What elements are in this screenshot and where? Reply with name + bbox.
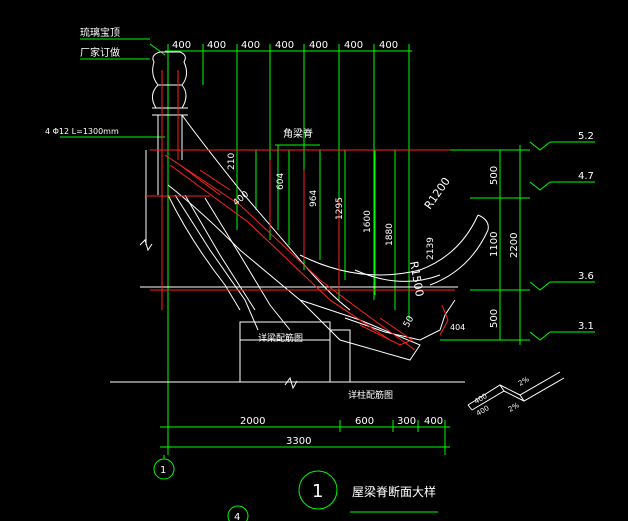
glazed-top-label-2: 厂家订做	[80, 46, 120, 59]
right-dim-mid: 1100	[489, 232, 500, 257]
corner-ridge-label: 角梁脊	[283, 127, 313, 140]
vdim-604: 604	[276, 173, 286, 190]
vdim-2139: 2139	[426, 237, 436, 260]
top-dim-7: 400	[379, 40, 398, 51]
right-dim-total: 2200	[509, 233, 520, 258]
top-dim-2: 400	[207, 40, 226, 51]
detail-label-d: 2%	[507, 401, 521, 414]
rebar-note: 4 Φ12 L=1300mm	[45, 127, 119, 136]
vdim-1880: 1880	[385, 223, 395, 246]
elevation-3-6: 3.6	[578, 271, 594, 282]
vdim-964: 964	[309, 190, 319, 207]
grid-axis-4: 4	[234, 512, 240, 521]
elevation-4-7: 4.7	[578, 171, 594, 182]
incl-dim-50: 50	[402, 314, 417, 329]
detail-label-c: 2%	[517, 375, 531, 388]
top-dim-4: 400	[275, 40, 294, 51]
detail-number: 1	[312, 481, 323, 502]
detail-label-b: 400	[475, 404, 491, 418]
bottom-dim-300: 300	[397, 416, 416, 427]
vdim-210: 210	[227, 153, 237, 170]
bottom-dim-2000: 2000	[240, 416, 265, 427]
bottom-dim-400: 400	[424, 416, 443, 427]
beam-rebar-ref: 详梁配筋图	[258, 332, 303, 344]
incl-dim-404: 404	[450, 323, 465, 332]
rebar-lines	[146, 70, 455, 351]
incl-dim-400: 400	[232, 189, 252, 208]
elevation-5-2: 5.2	[578, 131, 594, 142]
structure-outline	[110, 51, 565, 411]
column-rebar-ref: 详柱配筋图	[348, 389, 393, 401]
top-dim-1: 400	[172, 40, 191, 51]
top-dim-5: 400	[309, 40, 328, 51]
radius-r1200: R1200	[422, 175, 453, 212]
top-dim-3: 400	[241, 40, 260, 51]
right-dim-bot: 500	[489, 309, 500, 328]
bottom-dim-total: 3300	[286, 436, 311, 447]
drawing-title: 屋梁脊断面大样	[352, 484, 436, 499]
grid-axis-1: 1	[160, 465, 166, 476]
radius-r1500: R1500	[407, 260, 426, 297]
elevation-3-1: 3.1	[578, 321, 594, 332]
vdim-1600: 1600	[363, 210, 373, 233]
vdim-1295: 1295	[335, 197, 345, 220]
dimension-lines	[60, 38, 595, 521]
top-dim-6: 400	[344, 40, 363, 51]
glazed-top-label-1: 琉璃宝顶	[80, 26, 120, 39]
bottom-dim-600: 600	[355, 416, 374, 427]
right-dim-top: 500	[489, 166, 500, 185]
